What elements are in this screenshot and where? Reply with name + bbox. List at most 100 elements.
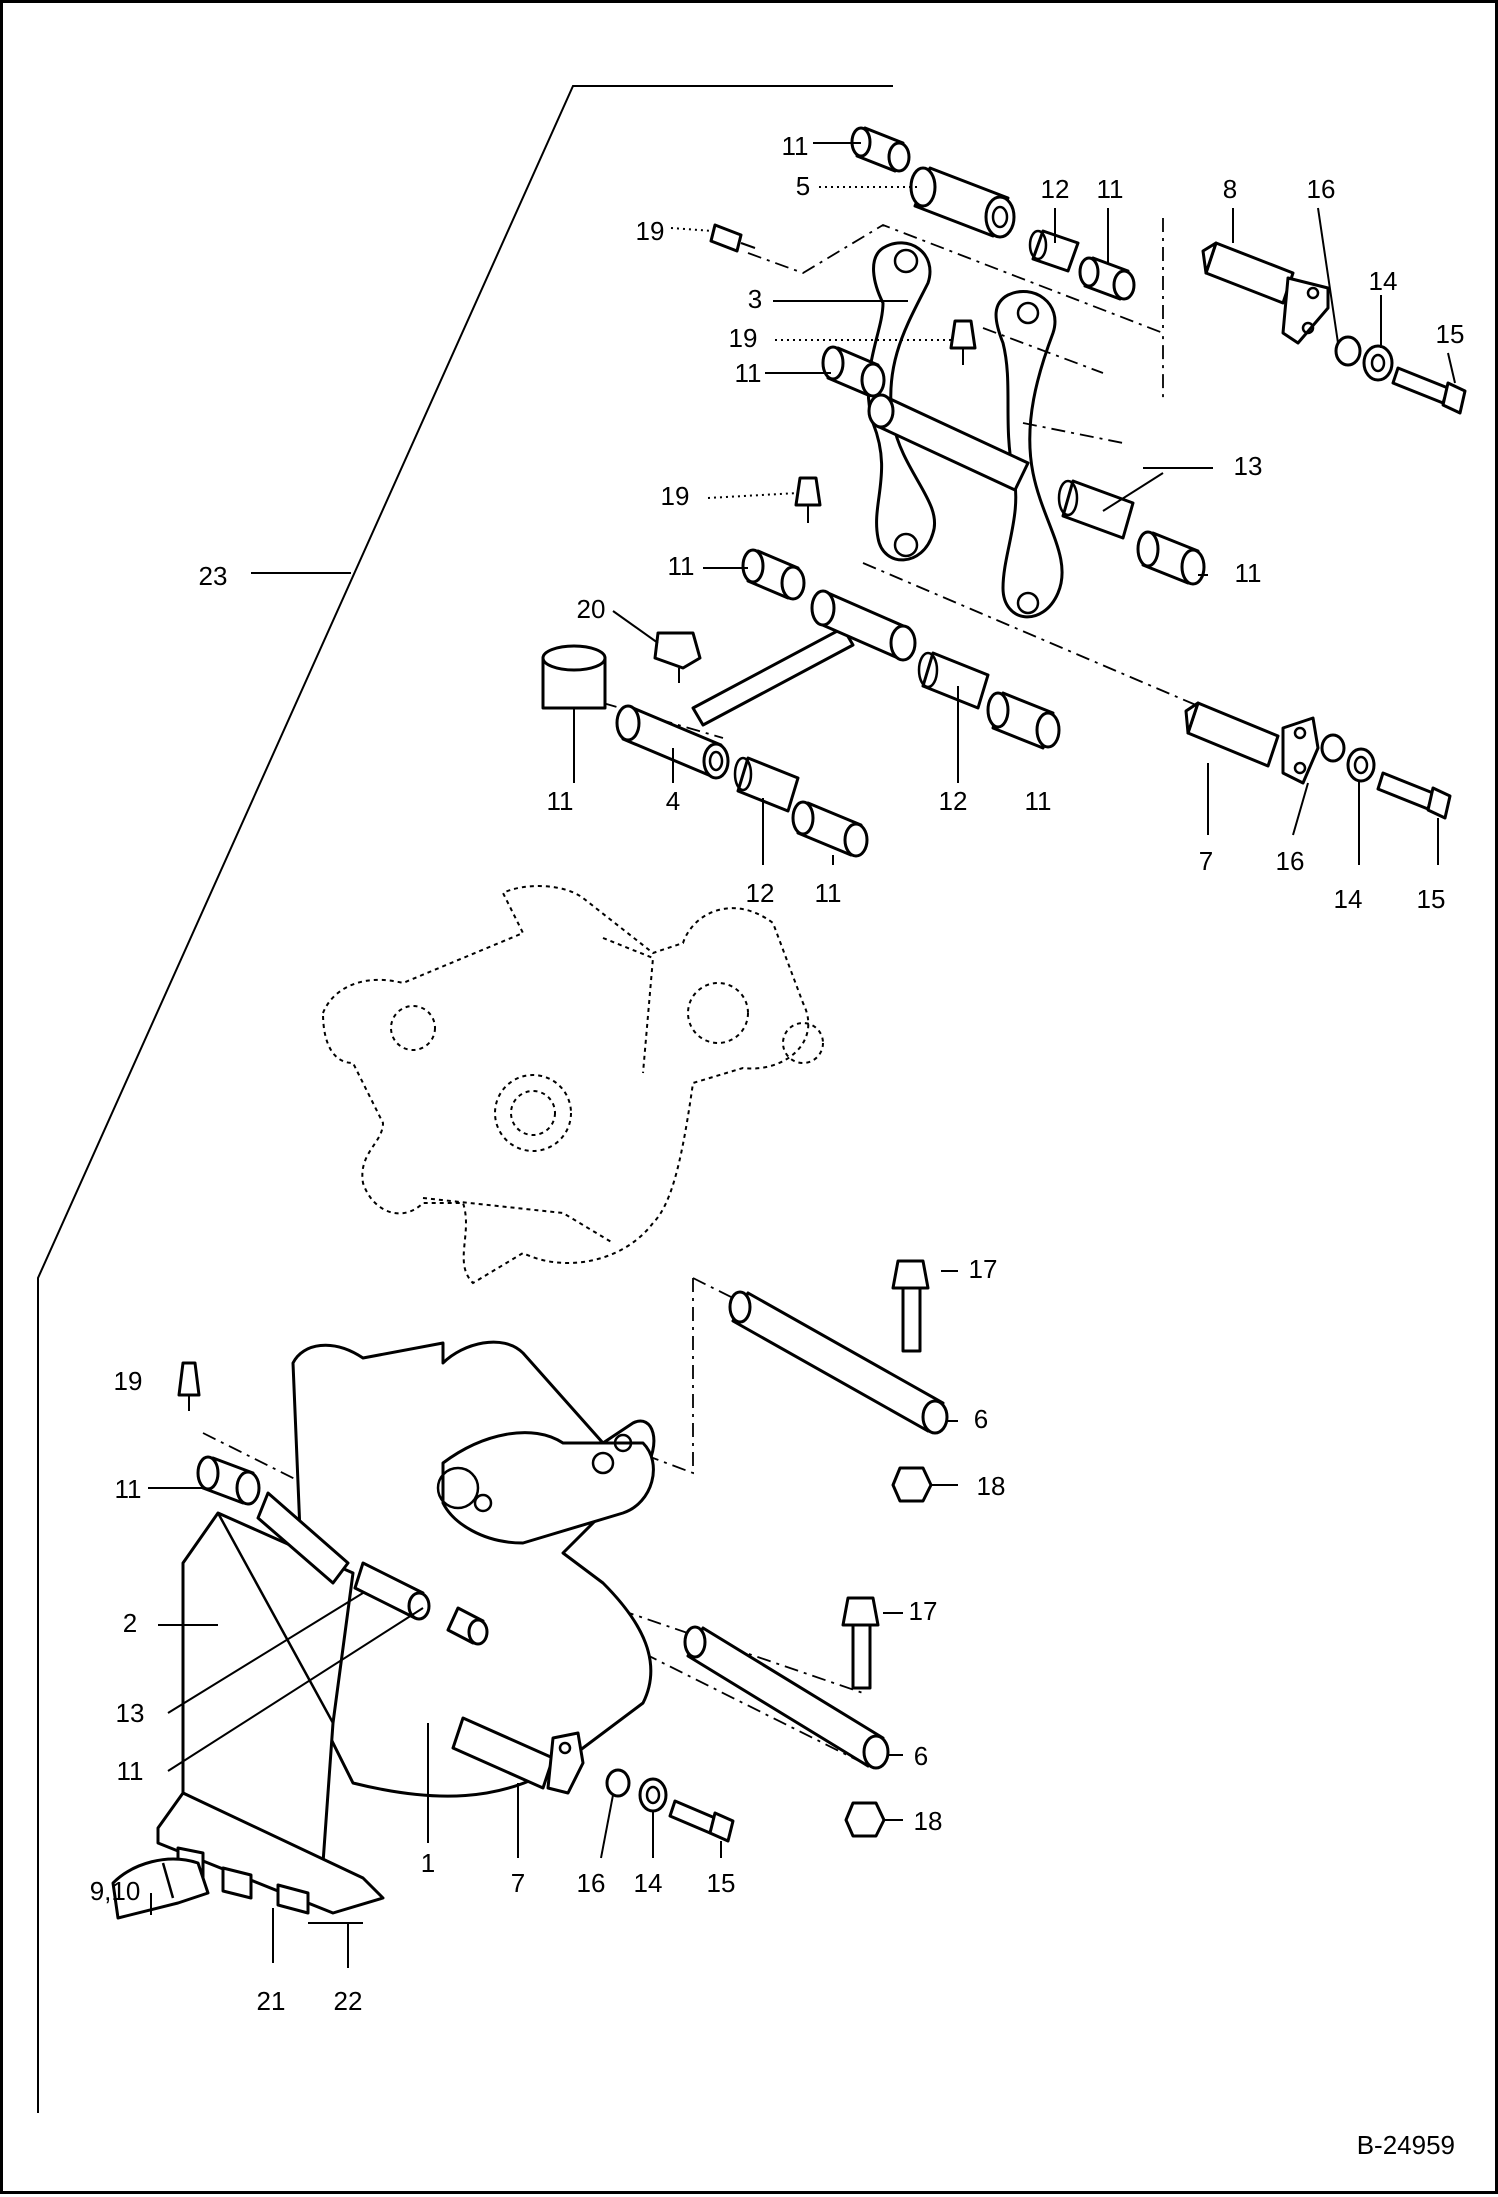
bolt-17-upper bbox=[891, 1259, 930, 1353]
drawing-reference-number: B-24959 bbox=[1356, 2130, 1455, 2160]
bolt-15-top bbox=[1391, 366, 1467, 415]
callout-12: 12 bbox=[746, 878, 775, 908]
callout-19: 19 bbox=[114, 1366, 143, 1396]
link-part-3-second-plate bbox=[994, 289, 1064, 619]
washer-14-low bbox=[638, 1777, 668, 1813]
assembly-boundary-line bbox=[37, 85, 893, 2113]
callout-5: 5 bbox=[796, 171, 810, 201]
callout-12: 12 bbox=[939, 786, 968, 816]
nut-18-lower bbox=[844, 1801, 886, 1838]
split-bushing-13-bucket bbox=[256, 1491, 350, 1585]
bushing-11-bucket-2 bbox=[446, 1606, 489, 1646]
callout-11: 11 bbox=[1025, 786, 1052, 816]
grease-nipple-mid bbox=[794, 476, 822, 523]
grease-nipple-link bbox=[949, 319, 977, 365]
callout-19: 19 bbox=[729, 323, 758, 353]
callout-15: 15 bbox=[707, 1868, 736, 1898]
nut-18-upper bbox=[891, 1466, 933, 1503]
callout-11: 11 bbox=[1097, 174, 1124, 204]
pin-part-7-lower bbox=[451, 1716, 585, 1795]
sleeve-part-5 bbox=[909, 166, 1016, 239]
callout-labels: 11 5 12 11 8 16 14 15 19 3 19 11 13 19 1… bbox=[90, 131, 1465, 2016]
callout-14: 14 bbox=[1334, 884, 1363, 914]
callout-13: 13 bbox=[1234, 451, 1263, 481]
split-bushing-4-right bbox=[917, 651, 990, 710]
bolt-15-low bbox=[668, 1799, 735, 1843]
bushing-mid-low bbox=[741, 548, 806, 601]
bushing-mid-left bbox=[821, 345, 886, 398]
exploded-parts-diagram: 11 5 12 11 8 16 14 15 19 3 19 11 13 19 1… bbox=[37, 85, 1467, 2113]
bushing-4-right bbox=[986, 691, 1061, 750]
bushing-left-standalone bbox=[541, 644, 607, 710]
callout-17: 17 bbox=[969, 1254, 998, 1284]
callout-18: 18 bbox=[977, 1471, 1006, 1501]
callout-16: 16 bbox=[577, 1868, 606, 1898]
callout-11: 11 bbox=[117, 1756, 144, 1786]
callout-15: 15 bbox=[1417, 884, 1446, 914]
callout-16: 16 bbox=[1307, 174, 1336, 204]
callout-2: 2 bbox=[123, 1608, 137, 1638]
callout-13: 13 bbox=[116, 1698, 145, 1728]
callout-11: 11 bbox=[668, 551, 695, 581]
split-bushing-top bbox=[1028, 229, 1080, 273]
grease-nipple-top-left bbox=[709, 223, 756, 253]
frame-part-4 bbox=[615, 589, 917, 780]
callout-14: 14 bbox=[1369, 266, 1398, 296]
tooth-part-9-10 bbox=[111, 1857, 210, 1920]
callout-4: 4 bbox=[666, 786, 680, 816]
coupler-ghost-outline bbox=[321, 885, 824, 1285]
spacer-16-mid bbox=[1320, 733, 1346, 763]
spacer-16-top bbox=[1334, 335, 1362, 367]
pin-part-7-upper bbox=[1184, 701, 1320, 785]
bucket-part-1 bbox=[291, 1340, 656, 1798]
callout-22: 22 bbox=[334, 1986, 363, 2016]
callout-7: 7 bbox=[511, 1868, 525, 1898]
washer-14-top bbox=[1362, 344, 1394, 382]
pin-tube-bucket bbox=[353, 1561, 431, 1621]
callout-19: 19 bbox=[661, 481, 690, 511]
callout-14: 14 bbox=[634, 1868, 663, 1898]
bushing-mid-right bbox=[1136, 530, 1206, 586]
spacer-16-low bbox=[605, 1768, 631, 1798]
callout-11: 11 bbox=[782, 131, 809, 161]
link-cross-tube bbox=[867, 393, 1030, 492]
bushing-top-right bbox=[1078, 256, 1136, 301]
washer-14-mid bbox=[1346, 747, 1376, 783]
leader-lines bbox=[148, 142, 1456, 1968]
bushing-11-bucket bbox=[196, 1455, 261, 1506]
pin-part-6-lower bbox=[683, 1625, 890, 1770]
callout-19: 19 bbox=[636, 216, 665, 246]
callout-21: 21 bbox=[257, 1986, 286, 2016]
callout-6: 6 bbox=[914, 1741, 928, 1771]
split-bushing-4-low bbox=[733, 756, 800, 813]
callout-20: 20 bbox=[577, 594, 606, 624]
callout-1: 1 bbox=[421, 1848, 435, 1878]
split-bushing-mid-right bbox=[1057, 479, 1135, 540]
callout-23: 23 bbox=[199, 561, 228, 591]
side-plate-part-2 bbox=[181, 1511, 355, 1865]
bushing-4-low bbox=[791, 800, 869, 858]
pin-part-6-upper bbox=[728, 1290, 949, 1435]
callout-8: 8 bbox=[1223, 174, 1237, 204]
link-part-3 bbox=[866, 241, 937, 562]
callout-7: 7 bbox=[1199, 846, 1213, 876]
callout-11: 11 bbox=[115, 1474, 142, 1504]
callout-3: 3 bbox=[748, 284, 762, 314]
bushing-top-left bbox=[850, 126, 911, 173]
callout-11: 11 bbox=[815, 878, 842, 908]
grease-nipple-bucket bbox=[177, 1361, 201, 1411]
callout-11: 11 bbox=[735, 358, 762, 388]
angled-grease-fitting-20 bbox=[653, 631, 702, 683]
callout-11: 11 bbox=[1235, 558, 1262, 588]
callout-17: 17 bbox=[909, 1596, 938, 1626]
bolt-17-lower bbox=[841, 1596, 880, 1690]
pin-part-8 bbox=[1201, 241, 1330, 345]
callout-16: 16 bbox=[1276, 846, 1305, 876]
bolt-15-mid bbox=[1376, 771, 1452, 820]
callout-9-10: 9,10 bbox=[90, 1876, 141, 1906]
callout-12: 12 bbox=[1041, 174, 1070, 204]
callout-11: 11 bbox=[547, 786, 574, 816]
callout-15: 15 bbox=[1436, 319, 1465, 349]
callout-6: 6 bbox=[974, 1404, 988, 1434]
